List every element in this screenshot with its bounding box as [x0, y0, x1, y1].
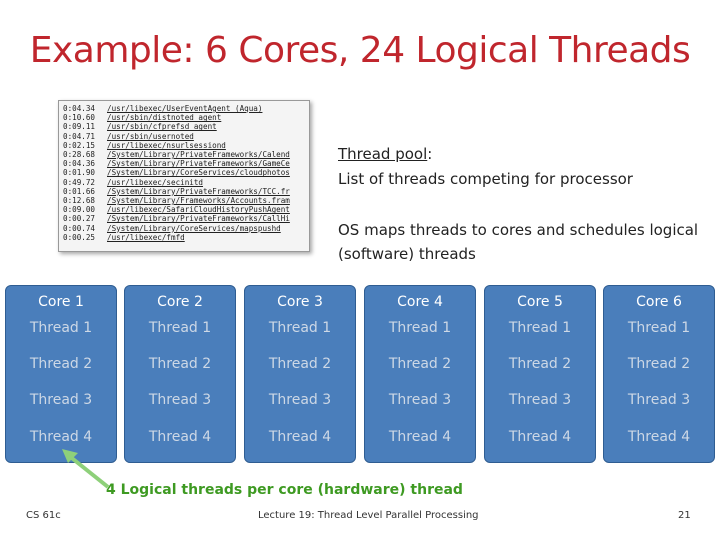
terminal-line: 0:00.74/System/Library/CoreServices/maps… [63, 224, 305, 233]
core-label: Core 5 [485, 294, 595, 310]
terminal-line: 0:01.66/System/Library/PrivateFrameworks… [63, 187, 305, 196]
terminal-path: /System/Library/CoreServices/mapspushd [107, 224, 281, 233]
terminal-line: 0:00.27/System/Library/PrivateFrameworks… [63, 214, 305, 223]
terminal-line: 0:09.00/usr/libexec/SafariCloudHistoryPu… [63, 205, 305, 214]
core-box-1: Core 1 Thread 1 Thread 2 Thread 3 Thread 4 [5, 285, 117, 463]
thread-label: Thread 1 [6, 320, 116, 336]
core-label: Core 3 [245, 294, 355, 310]
terminal-path: /usr/sbin/usernoted [107, 132, 194, 141]
thread-label: Thread 2 [604, 356, 714, 372]
terminal-time: 0:09.00 [63, 205, 107, 214]
thread-pool-colon: : [427, 145, 432, 163]
thread-label: Thread 4 [365, 429, 475, 445]
thread-label: Thread 2 [485, 356, 595, 372]
core-box-2: Core 2 Thread 1 Thread 2 Thread 3 Thread 4 [124, 285, 236, 463]
terminal-path: /usr/sbin/distnoted agent [107, 113, 221, 122]
thread-label: Thread 1 [365, 320, 475, 336]
terminal-path: /System/Library/CoreServices/cloudphotos [107, 168, 290, 177]
terminal-path: /System/Library/Frameworks/Accounts.fram [107, 196, 290, 205]
thread-label: Thread 3 [245, 392, 355, 408]
terminal-line: 0:09.11/usr/sbin/cfprefsd agent [63, 122, 305, 131]
footer-page-number: 21 [678, 510, 691, 521]
terminal-time: 0:04.36 [63, 159, 107, 168]
core-label: Core 1 [6, 294, 116, 310]
thread-label: Thread 3 [365, 392, 475, 408]
terminal-path: /usr/libexec/secinitd [107, 178, 203, 187]
terminal-path: /usr/libexec/UserEventAgent (Aqua) [107, 104, 262, 113]
terminal-line: 0:10.60/usr/sbin/distnoted agent [63, 113, 305, 122]
thread-label: Thread 3 [125, 392, 235, 408]
terminal-path: /usr/libexec/SafariCloudHistoryPushAgent [107, 205, 290, 214]
caption-text: 4 Logical threads per core (hardware) th… [106, 482, 463, 498]
os-mapping-text: OS maps threads to cores and schedules l… [338, 218, 708, 266]
core-box-3: Core 3 Thread 1 Thread 2 Thread 3 Thread 4 [244, 285, 356, 463]
core-label: Core 4 [365, 294, 475, 310]
terminal-time: 0:01.66 [63, 187, 107, 196]
core-box-4: Core 4 Thread 1 Thread 2 Thread 3 Thread 4 [364, 285, 476, 463]
core-box-5: Core 5 Thread 1 Thread 2 Thread 3 Thread 4 [484, 285, 596, 463]
terminal-time: 0:12.68 [63, 196, 107, 205]
terminal-line: 0:01.90/System/Library/CoreServices/clou… [63, 168, 305, 177]
thread-label: Thread 1 [125, 320, 235, 336]
thread-label: Thread 1 [485, 320, 595, 336]
terminal-path: /usr/libexec/nsurlsessiond [107, 141, 226, 150]
terminal-path: /System/Library/PrivateFrameworks/Calend [107, 150, 290, 159]
thread-label: Thread 3 [604, 392, 714, 408]
thread-label: Thread 1 [604, 320, 714, 336]
terminal-time: 0:10.60 [63, 113, 107, 122]
thread-label: Thread 4 [6, 429, 116, 445]
thread-label: Thread 2 [6, 356, 116, 372]
terminal-path: /usr/sbin/cfprefsd agent [107, 122, 217, 131]
terminal-time: 0:00.74 [63, 224, 107, 233]
core-label: Core 6 [604, 294, 714, 310]
terminal-line: 0:28.68/System/Library/PrivateFrameworks… [63, 150, 305, 159]
terminal-time: 0:09.11 [63, 122, 107, 131]
thread-label: Thread 4 [245, 429, 355, 445]
terminal-line: 0:49.72/usr/libexec/secinitd [63, 178, 305, 187]
footer-lecture: Lecture 19: Thread Level Parallel Proces… [258, 510, 479, 521]
thread-label: Thread 2 [125, 356, 235, 372]
terminal-line: 0:02.15/usr/libexec/nsurlsessiond [63, 141, 305, 150]
thread-label: Thread 1 [245, 320, 355, 336]
terminal-screenshot: 0:04.34/usr/libexec/UserEventAgent (Aqua… [58, 100, 310, 252]
core-box-6: Core 6 Thread 1 Thread 2 Thread 3 Thread 4 [603, 285, 715, 463]
thread-label: Thread 4 [125, 429, 235, 445]
terminal-path: /usr/libexec/fmfd [107, 233, 185, 242]
terminal-path: /System/Library/PrivateFrameworks/CallHi [107, 214, 290, 223]
thread-label: Thread 2 [245, 356, 355, 372]
terminal-time: 0:04.71 [63, 132, 107, 141]
thread-label: Thread 3 [485, 392, 595, 408]
terminal-line: 0:04.71/usr/sbin/usernoted [63, 132, 305, 141]
thread-pool-heading: Thread pool: [338, 145, 432, 163]
core-label: Core 2 [125, 294, 235, 310]
thread-label: Thread 2 [365, 356, 475, 372]
terminal-time: 0:00.25 [63, 233, 107, 242]
thread-label: Thread 4 [485, 429, 595, 445]
thread-pool-label: Thread pool [338, 145, 427, 163]
terminal-time: 0:01.90 [63, 168, 107, 177]
terminal-time: 0:00.27 [63, 214, 107, 223]
slide-title: Example: 6 Cores, 24 Logical Threads [0, 30, 720, 71]
terminal-time: 0:49.72 [63, 178, 107, 187]
thread-label: Thread 4 [604, 429, 714, 445]
terminal-line: 0:00.25/usr/libexec/fmfd [63, 233, 305, 242]
terminal-time: 0:04.34 [63, 104, 107, 113]
terminal-line: 0:04.34/usr/libexec/UserEventAgent (Aqua… [63, 104, 305, 113]
thread-pool-description: List of threads competing for processor [338, 170, 633, 188]
terminal-line: 0:12.68/System/Library/Frameworks/Accoun… [63, 196, 305, 205]
terminal-line: 0:04.36/System/Library/PrivateFrameworks… [63, 159, 305, 168]
terminal-time: 0:02.15 [63, 141, 107, 150]
terminal-path: /System/Library/PrivateFrameworks/GameCe [107, 159, 290, 168]
terminal-path: /System/Library/PrivateFrameworks/TCC.fr [107, 187, 290, 196]
terminal-time: 0:28.68 [63, 150, 107, 159]
thread-label: Thread 3 [6, 392, 116, 408]
footer-course: CS 61c [26, 510, 61, 521]
